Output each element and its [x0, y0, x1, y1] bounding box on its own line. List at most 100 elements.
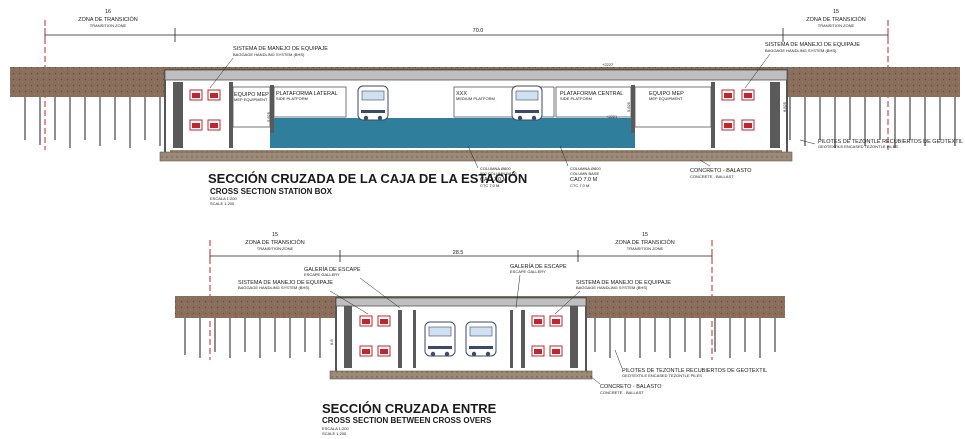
bottom-dim-left-label: ZONA DE TRANSICIÓN — [245, 239, 305, 246]
piles-label: PILOTES DE TEZONTLE RECUBIERTOS DE GEOTE… — [818, 139, 963, 145]
bottom-bhs-left-sub: BAGGAGE HANDLING SYSTEM (BHS) — [238, 285, 310, 290]
bottom-scale-sub: SCALE 1:200 — [322, 431, 347, 436]
bhs-unit-left-1 — [189, 89, 203, 101]
bottom-bhs-right-label: SISTEMA DE MANEJO DE EQUIPAJE — [576, 280, 671, 286]
piles-right — [789, 97, 956, 148]
height-mid: 5.825 — [626, 101, 631, 112]
concrete-sub: CONCRETE - BALLAST — [690, 174, 734, 179]
bottom-section: 15 ZONA DE TRANSICIÓN TRANSITION ZONE 28… — [175, 232, 785, 436]
column2-sub: COLUMN BASE — [570, 171, 599, 176]
bottom-scale: ESCALA 1:200 — [322, 426, 349, 431]
level-platform: +2221 — [606, 114, 618, 119]
bhs-right-sub: BAGGAGE HANDLING SYSTEM (BHS) — [765, 48, 837, 53]
side-platform — [273, 86, 347, 118]
bottom-dim-right-label: ZONA DE TRANSICIÓN — [615, 239, 675, 246]
mep-room-left — [232, 86, 271, 128]
bottom-train-right — [465, 321, 497, 357]
concrete-ballast-slab — [159, 151, 793, 162]
side-platform-label: PLATAFORMA LATERAL — [276, 91, 338, 97]
mep-left-sub: MEP EQUIPMENT — [234, 97, 268, 102]
train-left — [357, 85, 389, 121]
bottom-bhs-left-4 — [377, 345, 391, 357]
bottom-dim-left-value: 15 — [272, 232, 278, 238]
gallery-right-sub: ESCAPE GALLERY — [510, 269, 546, 274]
mep-room-right — [634, 86, 712, 128]
bottom-piles-right — [594, 318, 776, 358]
bottom-piles-label: PILOTES DE TEZONTLE RECUBIERTOS DE GEOTE… — [622, 368, 767, 374]
column1-sub: 800 COLUMN BASE — [480, 171, 517, 176]
level-top: +2227 — [602, 62, 614, 67]
gallery-left-sub: ESCAPE GALLERY — [304, 272, 340, 277]
bottom-title: SECCIÓN CRUZADA ENTRE — [322, 401, 497, 416]
bhs-unit-left-2 — [207, 89, 221, 101]
bottom-piles-sub: GEOTEXTILE ENCASED TEZONTLE PILES — [622, 373, 702, 378]
dim-right-sub: TRANSITION ZONE — [818, 23, 855, 28]
bhs-right-label: SISTEMA DE MANEJO DE EQUIPAJE — [765, 42, 860, 48]
crossover-box — [335, 297, 587, 373]
column1-title: COLUMNA Ø800 — [480, 166, 511, 171]
track-bed — [270, 118, 635, 148]
bhs-unit-left-3 — [189, 119, 203, 131]
bottom-subtitle: CROSS SECTION BETWEEN CROSS OVERS — [322, 416, 492, 425]
piles-sub: GEOTEXTILE ENCASED TEZONTLE PILES — [818, 144, 898, 149]
bottom-dim-center-value: 28.5 — [453, 250, 464, 256]
bottom-bhs-right-1 — [531, 315, 545, 327]
mep-right-sub: MEP EQUIPMENT — [649, 96, 683, 101]
bhs-left-sub: BAGGAGE HANDLING SYSTEM (BHS) — [233, 52, 305, 57]
column2-title: COLUMNA Ø800 — [570, 166, 601, 171]
column2-cao: CAO 7.0 M — [570, 177, 598, 183]
gallery-left-label: GALERÍA DE ESCAPE — [304, 266, 361, 273]
dim-center-value: 70.0 — [473, 28, 484, 34]
bottom-bhs-left-2 — [377, 315, 391, 327]
bottom-concrete-slab — [329, 370, 593, 380]
column1-cao: CAO 7.0 M — [480, 177, 508, 183]
piles-left — [24, 97, 161, 148]
dim-right-value: 15 — [833, 9, 839, 15]
bottom-concrete-label: CONCRETO - BALASTO — [600, 384, 662, 390]
column1-cao-sub: CTC 7.0 M — [480, 183, 499, 188]
column2-cao-sub: CTC 7.0 M — [570, 183, 589, 188]
mep-right-label: EQUIPO MEP — [649, 91, 684, 97]
bottom-piles-left — [184, 318, 321, 358]
dim-right-label: ZONA DE TRANSICIÓN — [806, 16, 866, 23]
bottom-concrete-sub: CONCRETE - BALLAST — [600, 390, 644, 395]
bottom-bhs-right-3 — [531, 345, 545, 357]
bottom-bhs-right-sub: BAGGAGE HANDLING SYSTEM (BHS) — [576, 285, 648, 290]
bottom-dim-right-value: 15 — [642, 232, 648, 238]
bottom-bhs-right-4 — [549, 345, 563, 357]
concrete-label: CONCRETO - BALASTO — [690, 168, 752, 174]
height-right: 6.825 — [782, 101, 787, 112]
top-section: 16 ZONA DE TRANSICIÓN TRANSITION ZONE 70… — [10, 9, 963, 206]
dim-left-value: 16 — [105, 9, 111, 15]
top-title: SECCIÓN CRUZADA DE LA CAJA DE LA ESTACIÓ… — [208, 171, 527, 186]
bottom-bhs-left-3 — [359, 345, 373, 357]
bhs-unit-right-2 — [741, 89, 755, 101]
bottom-dim-right-sub: TRANSITION ZONE — [627, 246, 664, 251]
top-scale-sub: SCALE 1:200 — [210, 201, 235, 206]
height-left: 5.825 — [266, 111, 271, 122]
side-platform-sub: SIDE PLATFORM — [276, 96, 308, 101]
dim-left-label: ZONA DE TRANSICIÓN — [78, 16, 138, 23]
mep-left-label: EQUIPO MEP — [234, 92, 269, 98]
central-platform-sub: SIDE PLATFORM — [560, 96, 592, 101]
train-right — [511, 85, 543, 121]
xxx-label: XXX — [456, 91, 467, 97]
bottom-bhs-right-2 — [549, 315, 563, 327]
bottom-dim-left-sub: TRANSITION ZONE — [257, 246, 294, 251]
dim-left-sub: TRANSITION ZONE — [90, 23, 127, 28]
bhs-unit-right-3 — [721, 119, 735, 131]
bhs-unit-right-1 — [721, 89, 735, 101]
xxx-sub: MEDIUM PLATFORM — [456, 96, 495, 101]
bhs-left-label: SISTEMA DE MANEJO DE EQUIPAJE — [233, 46, 328, 52]
bottom-bhs-left-label: SISTEMA DE MANEJO DE EQUIPAJE — [238, 280, 333, 286]
central-platform-label: PLATAFORMA CENTRAL — [560, 91, 623, 97]
gallery-right-label: GALERÍA DE ESCAPE — [510, 263, 567, 270]
top-scale: ESCALA 1:200 — [210, 196, 237, 201]
top-subtitle: CROSS SECTION STATION BOX — [210, 187, 333, 196]
bottom-height-left: 6.8 — [329, 339, 334, 345]
central-platform — [555, 86, 632, 118]
bottom-bhs-left-1 — [359, 315, 373, 327]
bhs-unit-right-4 — [741, 119, 755, 131]
bottom-train-left — [424, 321, 456, 357]
